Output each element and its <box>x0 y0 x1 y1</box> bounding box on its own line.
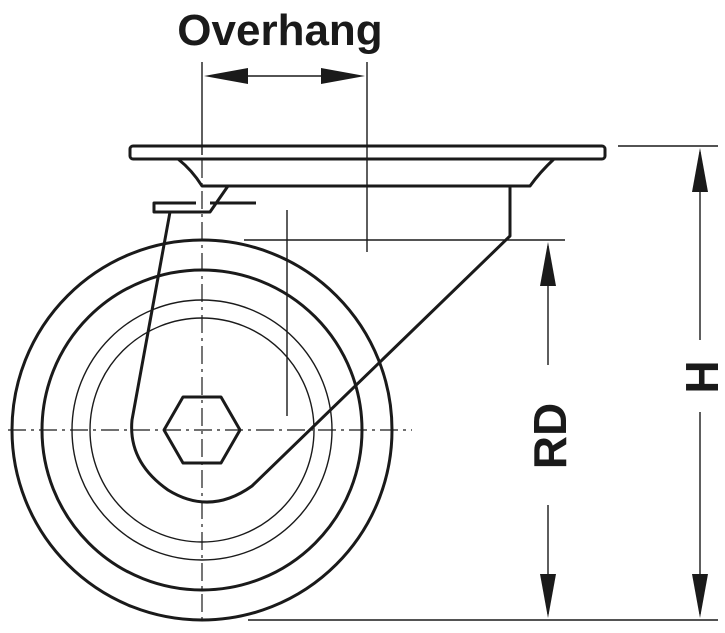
top-plate-dish <box>177 157 556 188</box>
overhang-arrow-left <box>204 68 248 84</box>
h-arrow-up <box>692 148 708 192</box>
overhang-dimension: Overhang <box>177 6 383 155</box>
rd-arrow-up <box>540 242 556 286</box>
center-lines <box>8 133 412 625</box>
rd-dimension: RD <box>524 242 576 618</box>
fork-leg-outline <box>130 185 512 504</box>
overhang-arrow-right <box>321 68 365 84</box>
rd-arrow-down <box>540 574 556 618</box>
rd-label: RD <box>524 403 576 469</box>
overhang-label: Overhang <box>177 6 382 55</box>
brake-tab <box>152 201 196 214</box>
h-dimension: H <box>676 148 725 618</box>
h-label: H <box>676 360 725 393</box>
fork-bracket <box>130 185 512 504</box>
h-arrow-down <box>692 574 708 618</box>
